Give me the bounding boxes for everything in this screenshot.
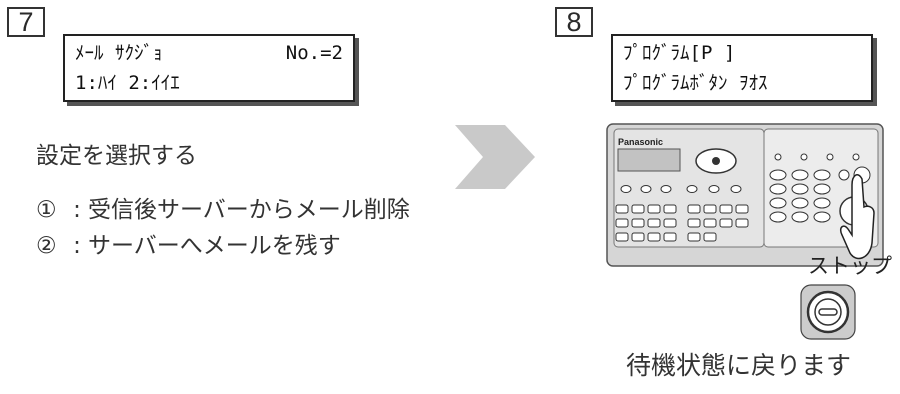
option-item-1: ① : 受信後サーバーからメール削除 <box>36 195 418 225</box>
step-8-caption: 待機状態に戻ります <box>626 351 852 380</box>
step-8-number: 8 <box>555 7 593 37</box>
panel-brand-logo: Panasonic <box>618 137 663 147</box>
step-7-option-list: ① : 受信後サーバーからメール削除 ② : サーバーへメールを残す <box>36 195 418 261</box>
option-item-2: ② : サーバーへメールを残す <box>36 231 418 261</box>
step-7-lcd-display: ﾒｰﾙ ｻｸｼﾞｮ No.=2 1:ﾊｲ 2:ｲｲｴ <box>63 34 355 102</box>
option-2-text: サーバーへメールを残す <box>88 233 341 259</box>
stop-button-icon <box>800 284 856 340</box>
option-1-marker: ① <box>36 197 57 223</box>
fax-control-panel-illustration: Panasonic <box>606 123 884 267</box>
option-1-text: 受信後サーバーからメール削除 <box>88 197 410 223</box>
option-2-marker: ② <box>36 233 57 259</box>
lcd-line-1-left: ﾒｰﾙ ｻｸｼﾞｮ <box>75 42 163 64</box>
step-7-number: 7 <box>7 7 45 37</box>
lcd-line-1-right: No.=2 <box>285 42 343 64</box>
step-7-heading: 設定を選択する <box>36 143 197 169</box>
option-1-separator: : <box>73 197 81 223</box>
lcd-line-2: ﾌﾟﾛｸﾞﾗﾑﾎﾞﾀﾝ ｦｵｽ <box>623 72 768 94</box>
stop-button-label: ストップ <box>808 254 892 278</box>
lcd-line-2: 1:ﾊｲ 2:ｲｲｴ <box>75 72 180 94</box>
step-8-lcd-display: ﾌﾟﾛｸﾞﾗﾑ[P ] ﾌﾟﾛｸﾞﾗﾑﾎﾞﾀﾝ ｦｵｽ <box>611 34 873 102</box>
lcd-line-1: ﾌﾟﾛｸﾞﾗﾑ[P ] <box>623 42 736 64</box>
option-2-separator: : <box>73 233 81 259</box>
next-step-arrow-icon <box>455 125 535 189</box>
